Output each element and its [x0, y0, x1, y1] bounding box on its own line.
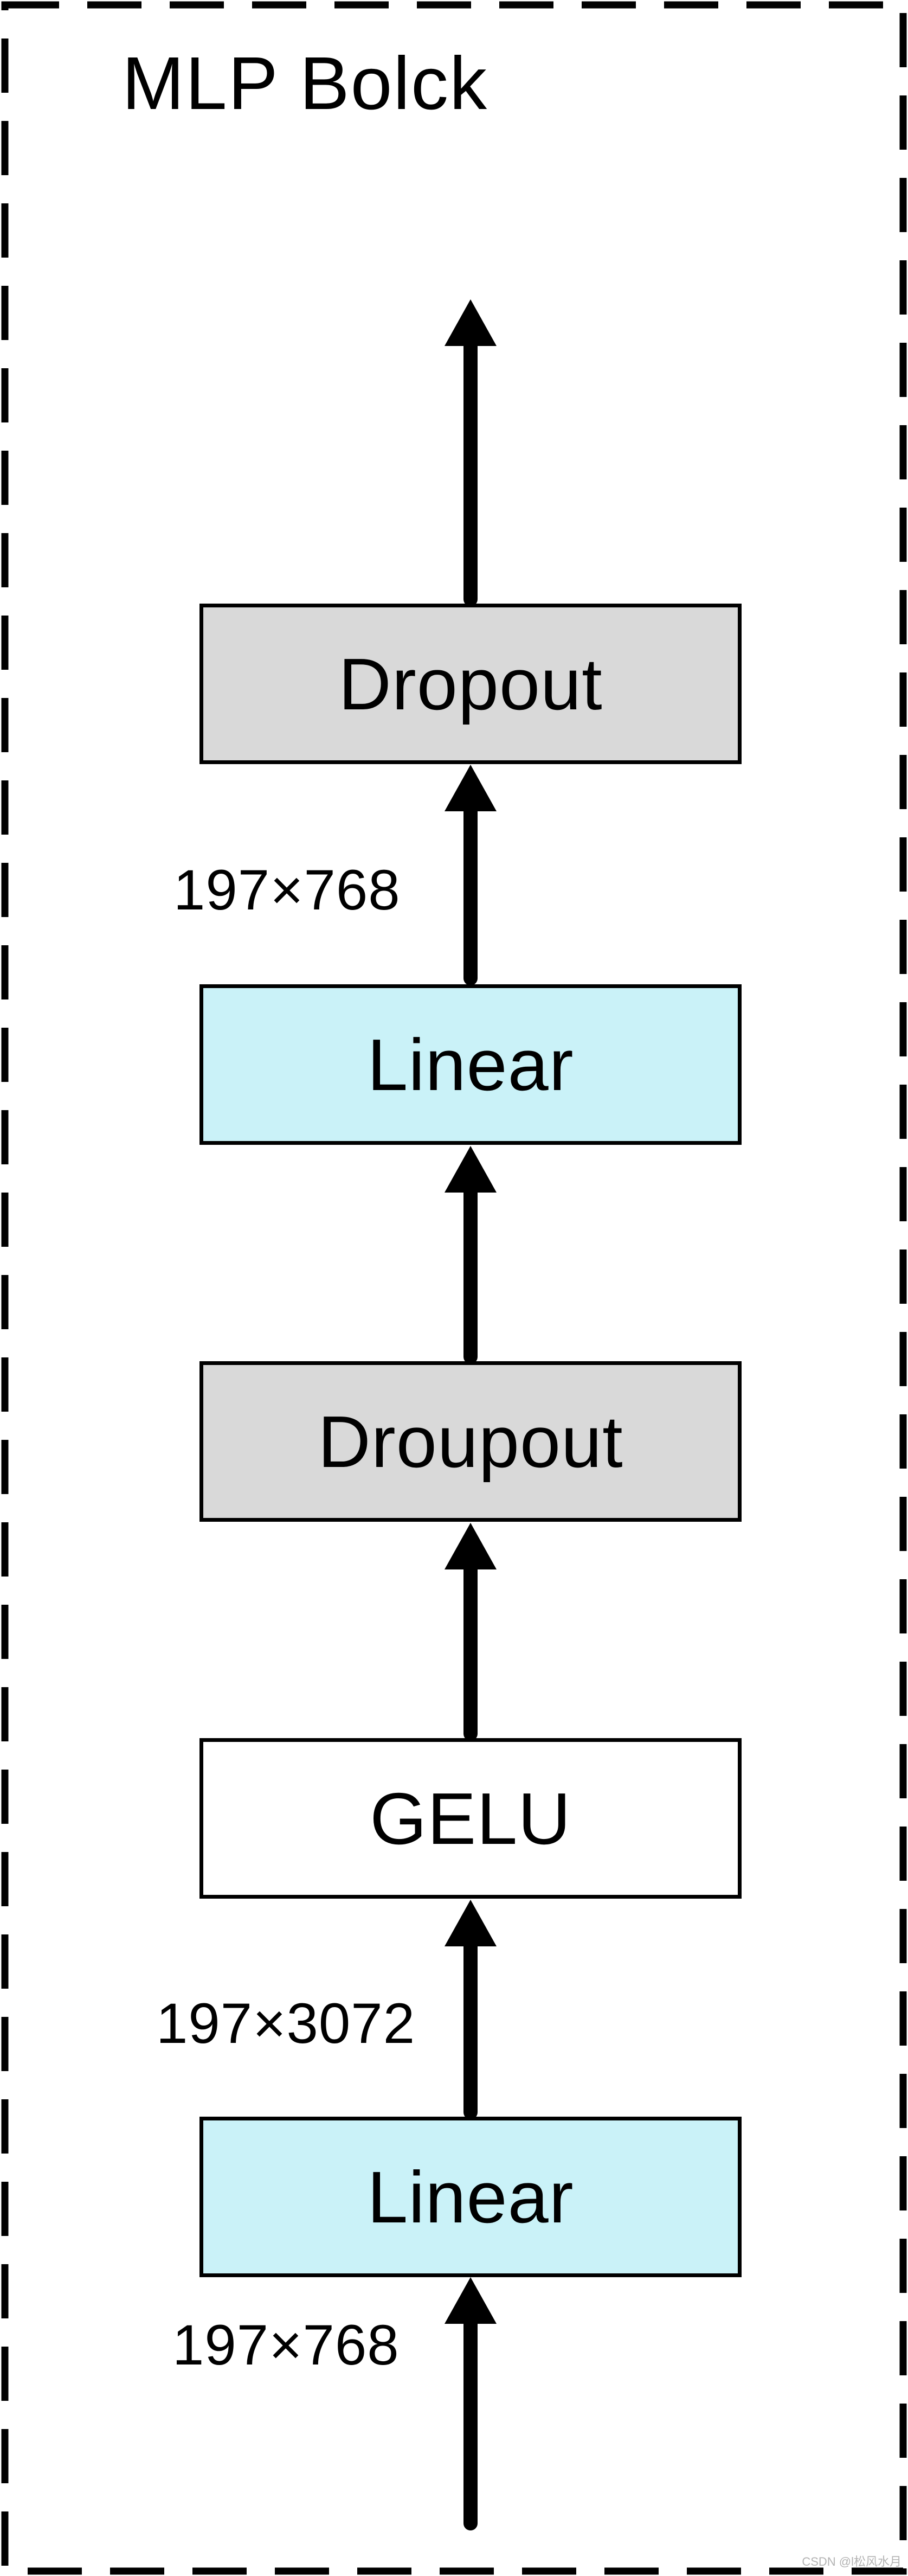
arrow-shaft-to-linear-bottom [463, 2322, 478, 2530]
arrow-shaft-to-droupout-mid [463, 1567, 478, 1741]
arrow-head-output [445, 299, 497, 346]
node-linear-top: Linear [199, 984, 742, 1145]
node-dropout-top: Dropout [199, 604, 742, 764]
csdn-watermark: CSDN @l松风水月 [802, 2555, 901, 2568]
arrow-head-to-droupout-mid [445, 1523, 497, 1569]
dim-label-197x3072: 197×3072 [156, 1992, 416, 2055]
node-droupout-mid-label: Droupout [318, 1400, 623, 1483]
node-linear-top-label: Linear [367, 1023, 574, 1106]
dim-label-197x768-lower: 197×768 [172, 2314, 400, 2377]
arrow-shaft-to-linear-top [463, 1190, 478, 1364]
node-linear-bottom-label: Linear [367, 2156, 574, 2238]
arrow-head-to-linear-bottom [445, 2277, 497, 2324]
node-dropout-top-label: Dropout [338, 643, 603, 725]
arrow-shaft-output [463, 344, 478, 606]
node-linear-bottom: Linear [199, 2117, 742, 2277]
arrow-shaft-to-dropout-top [463, 809, 478, 985]
node-gelu-label: GELU [370, 1777, 571, 1860]
arrow-head-to-linear-top [445, 1146, 497, 1193]
diagram-title: MLP Bolck [122, 42, 488, 125]
arrow-shaft-to-gelu [463, 1944, 478, 2119]
dim-label-197x768-upper: 197×768 [173, 858, 401, 922]
node-gelu: GELU [199, 1738, 742, 1899]
arrow-head-to-dropout-top [445, 765, 497, 811]
node-droupout-mid: Droupout [199, 1361, 742, 1522]
arrow-head-to-gelu [445, 1900, 497, 1946]
